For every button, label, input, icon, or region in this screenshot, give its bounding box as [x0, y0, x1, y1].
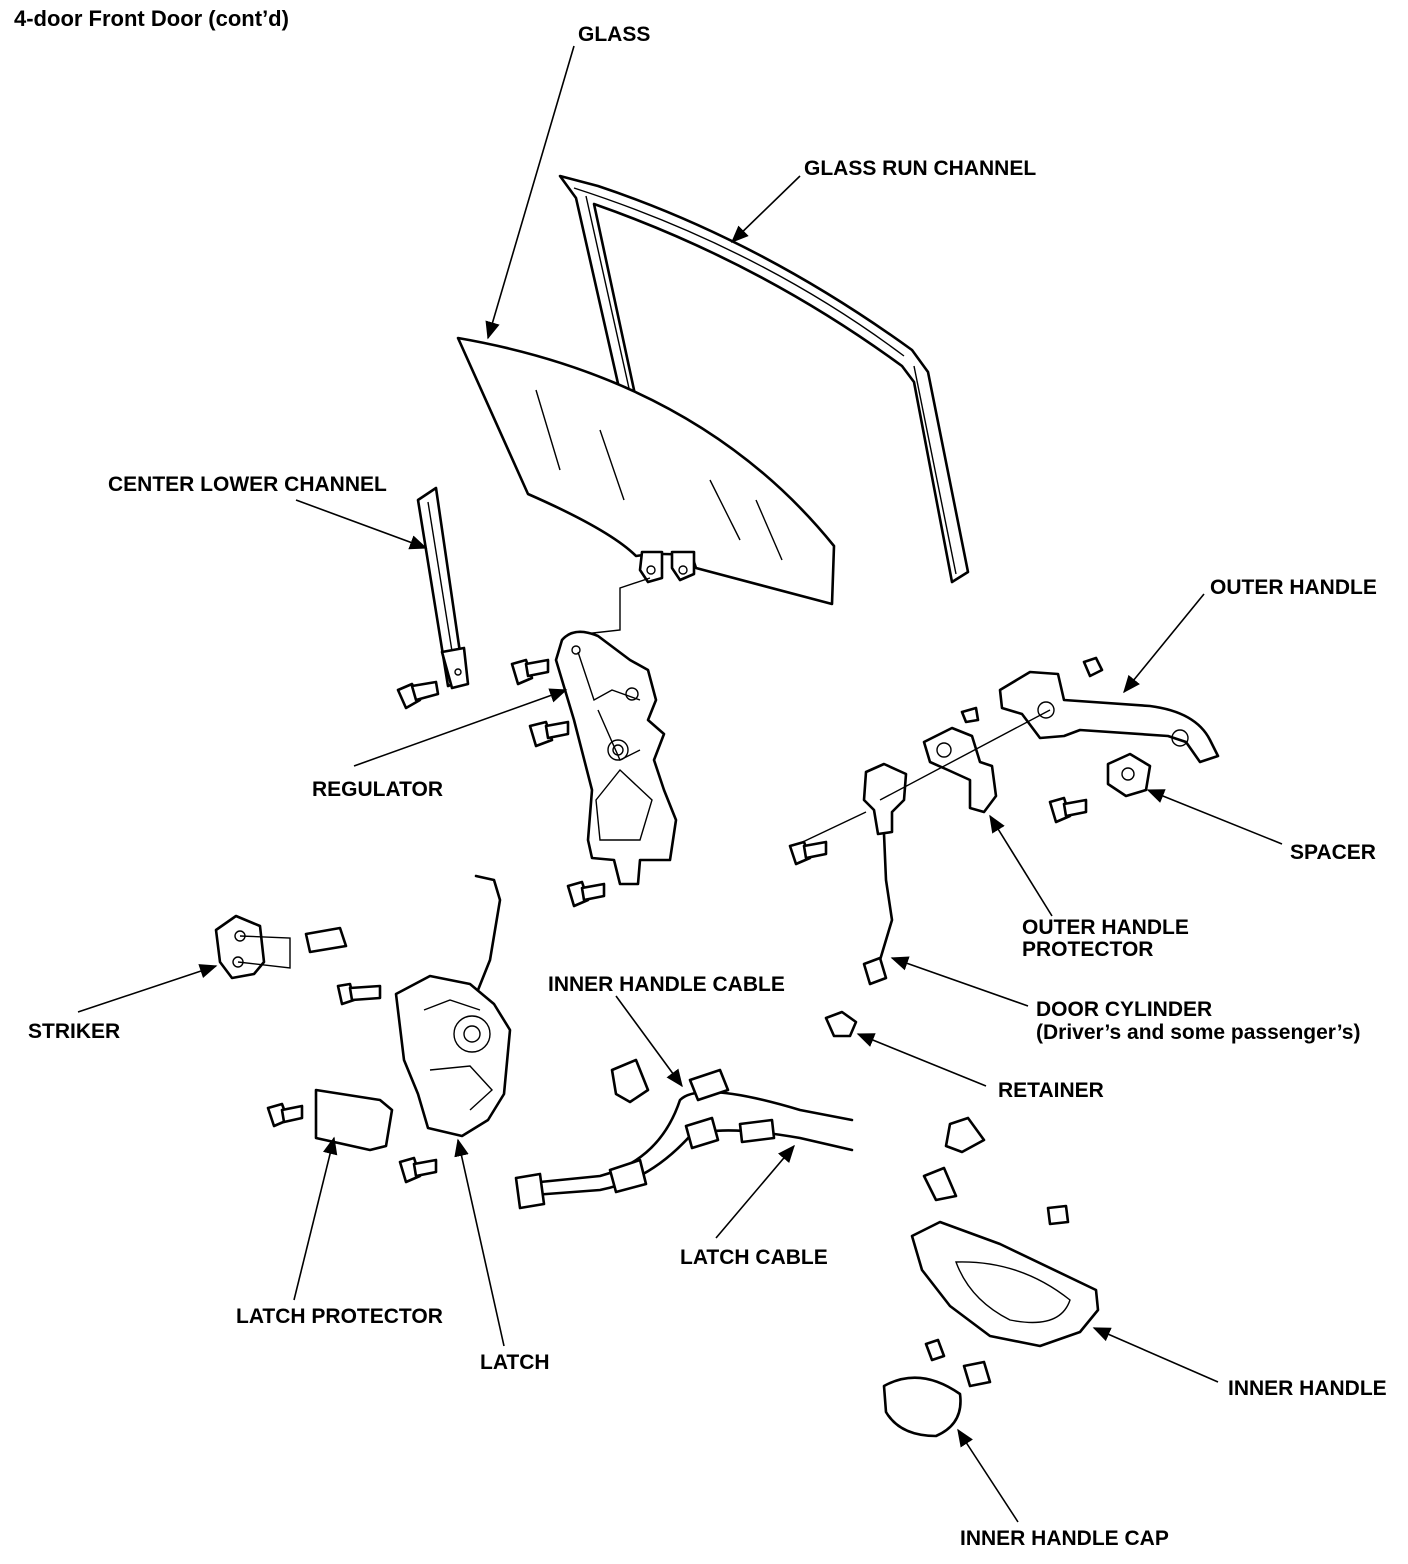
label-outer-handle-protector-line2: PROTECTOR: [1022, 938, 1154, 961]
label-latch-cable: LATCH CABLE: [680, 1246, 828, 1269]
label-center-lower-channel: CENTER LOWER CHANNEL: [108, 473, 387, 496]
label-latch-protector: LATCH PROTECTOR: [236, 1305, 443, 1328]
glass-part: [456, 336, 836, 635]
latch-protector-part: [314, 1088, 394, 1152]
label-inner-handle-cap: INNER HANDLE CAP: [960, 1527, 1169, 1550]
outer-handle-part: [998, 656, 1220, 764]
spacer-part: [1106, 752, 1152, 798]
label-striker: STRIKER: [28, 1020, 121, 1043]
label-glass: GLASS: [578, 23, 651, 46]
label-inner-handle-cable: INNER HANDLE CABLE: [548, 973, 785, 996]
cables-part: [514, 1058, 854, 1210]
door-cylinder-part: [789, 709, 1051, 986]
bolts-upper: [396, 658, 606, 908]
center-lower-channel-part: [416, 486, 470, 690]
label-outer-handle-protector-line1: OUTER HANDLE: [1022, 916, 1189, 939]
inner-handle-cap-part: [882, 1376, 962, 1438]
latch-part: [336, 874, 512, 1138]
label-outer-handle: OUTER HANDLE: [1210, 576, 1377, 599]
label-latch: LATCH: [480, 1351, 550, 1374]
label-spacer: SPACER: [1290, 841, 1376, 864]
regulator-part: [554, 630, 678, 886]
label-glass-run-channel: GLASS RUN CHANNEL: [804, 157, 1037, 180]
striker-part: [214, 914, 348, 980]
label-regulator: REGULATOR: [312, 778, 444, 801]
outer-handle-protector-part: [922, 706, 998, 814]
label-door-cylinder-line2: (Driver’s and some passenger’s): [1036, 1021, 1361, 1044]
inner-handle-part: [910, 1116, 1100, 1388]
leader-lines: [77, 45, 1283, 1523]
retainer-part: [824, 1010, 858, 1038]
label-door-cylinder-line1: DOOR CYLINDER: [1036, 998, 1213, 1021]
label-inner-handle: INNER HANDLE: [1228, 1377, 1387, 1400]
label-retainer: RETAINER: [998, 1079, 1104, 1102]
page-title: 4-door Front Door (cont’d): [14, 6, 289, 31]
